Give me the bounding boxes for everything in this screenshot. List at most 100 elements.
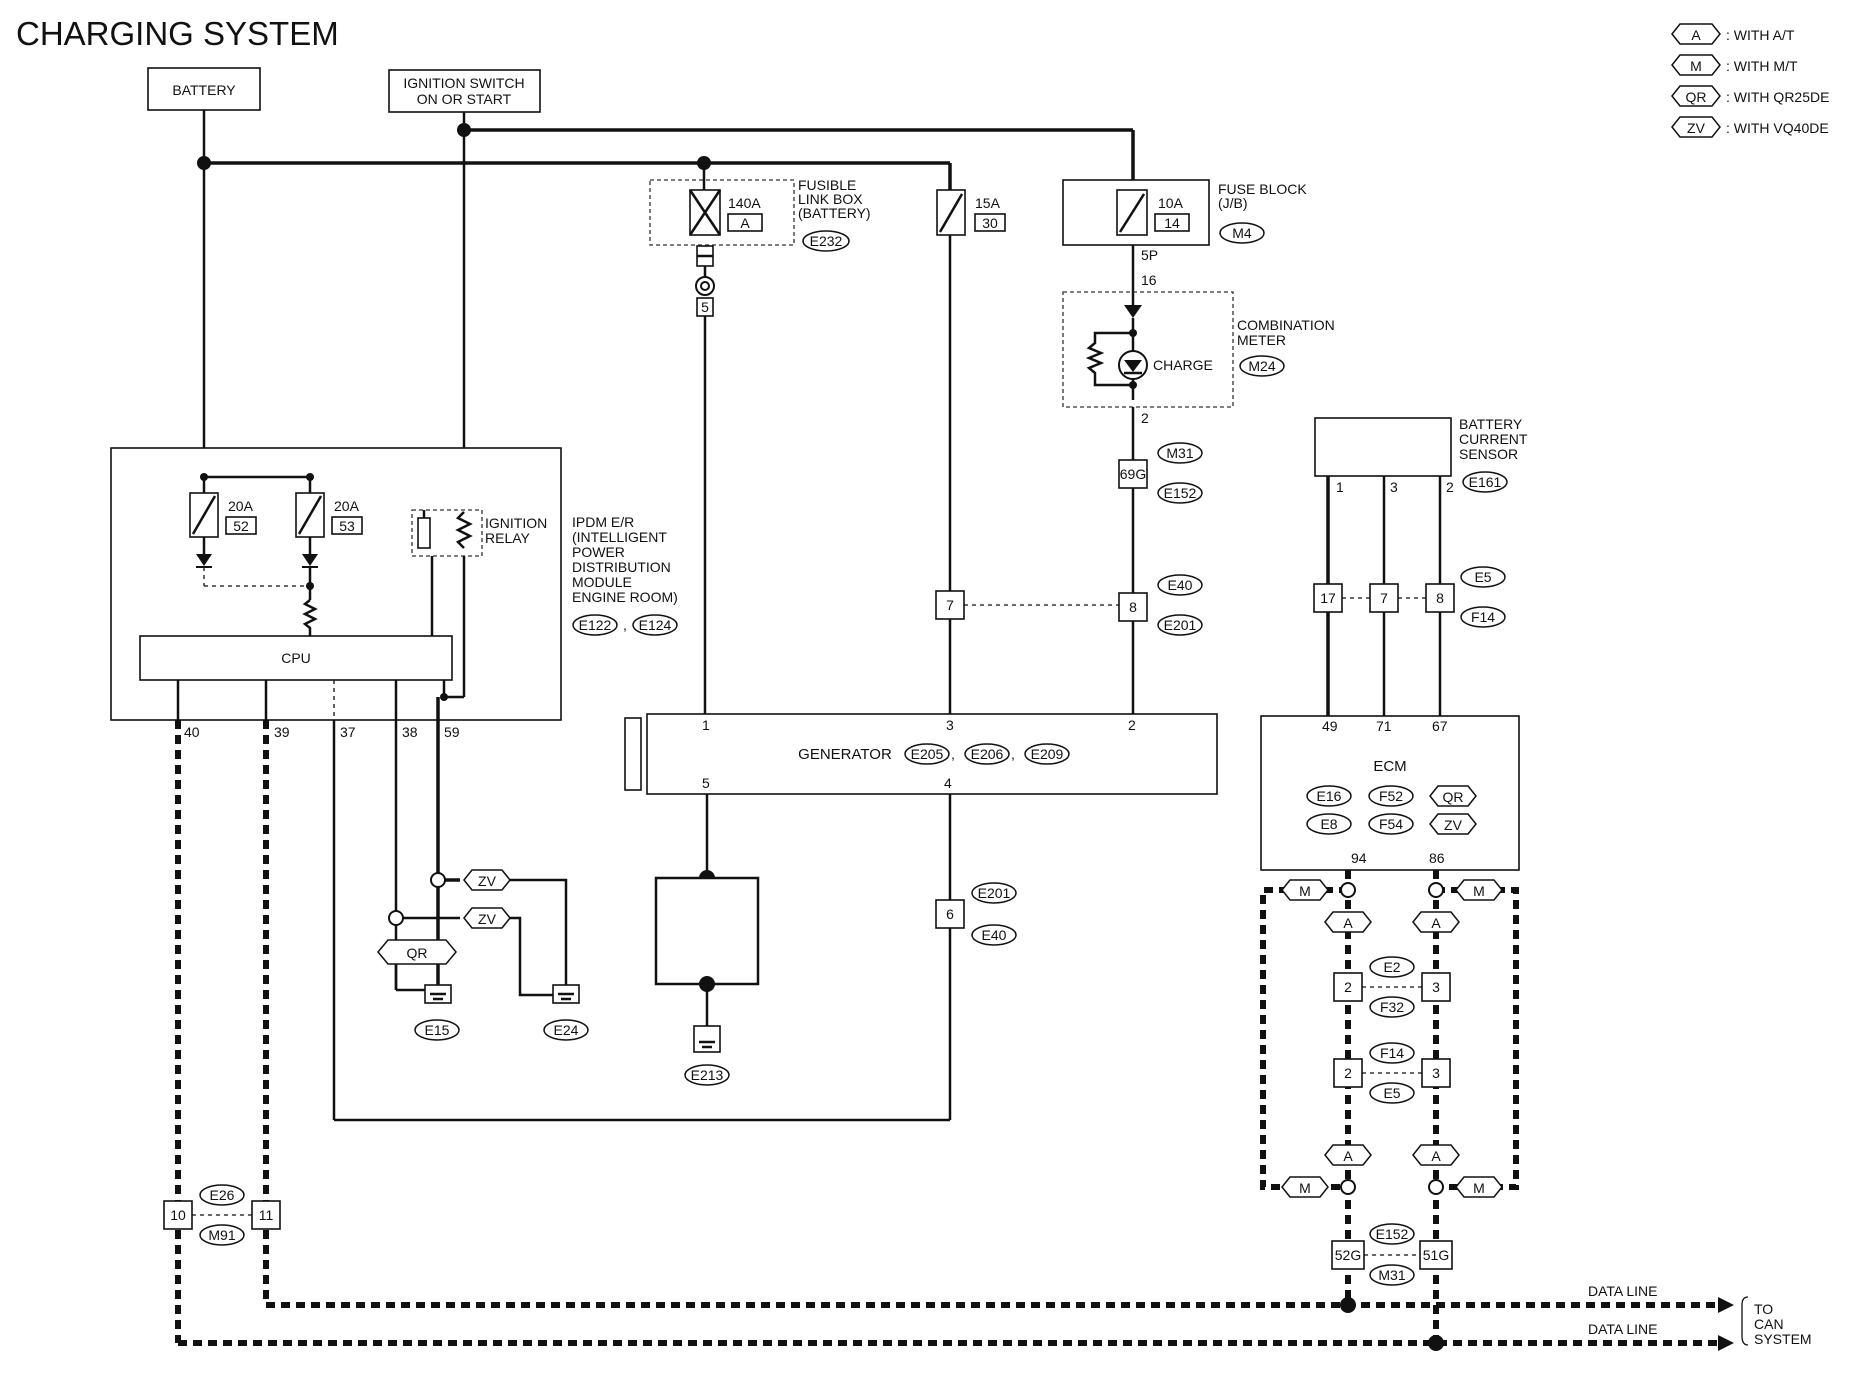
svg-text:: WITH M/T: : WITH M/T xyxy=(1726,58,1798,74)
svg-text:LINK BOX: LINK BOX xyxy=(798,191,863,207)
svg-text:CAN: CAN xyxy=(1754,1316,1784,1332)
svg-text:F14: F14 xyxy=(1380,1045,1404,1061)
svg-text:POWER: POWER xyxy=(572,544,625,560)
svg-text:M31: M31 xyxy=(1166,445,1193,461)
ipdm-output-wires: ZV ZV QR E15 E24 xyxy=(176,680,950,1122)
svg-text:2: 2 xyxy=(1344,1065,1352,1081)
svg-text:20A: 20A xyxy=(334,498,360,514)
svg-text:69G: 69G xyxy=(1120,466,1146,482)
svg-text:,: , xyxy=(623,617,627,633)
svg-text:67: 67 xyxy=(1432,718,1448,734)
svg-text:QR: QR xyxy=(1443,789,1464,805)
svg-text:E152: E152 xyxy=(1376,1226,1409,1242)
svg-text:E15: E15 xyxy=(425,1022,450,1038)
svg-text:(J/B): (J/B) xyxy=(1218,195,1248,211)
svg-text:E5: E5 xyxy=(1474,569,1491,585)
ecm-input-joints: 17 7 8 E5 F14 xyxy=(1313,566,1506,716)
svg-text:A: A xyxy=(1343,915,1353,931)
svg-text:5: 5 xyxy=(701,299,709,315)
ignition-switch-source: IGNITION SWITCH ON OR START xyxy=(388,69,541,113)
combination-meter: 16 CHARGE COMBINATION METER M24 2 xyxy=(1062,245,1335,426)
svg-text:M: M xyxy=(1299,1180,1311,1196)
svg-text:2: 2 xyxy=(1344,979,1352,995)
svg-text:52: 52 xyxy=(233,518,249,534)
svg-text:1: 1 xyxy=(1336,479,1344,495)
svg-text:39: 39 xyxy=(274,724,290,740)
svg-text:E40: E40 xyxy=(1168,577,1193,593)
joint-6: 6 E201 E40 xyxy=(935,794,1017,1120)
battery-source: BATTERY xyxy=(147,67,261,111)
svg-text:E16: E16 xyxy=(1317,788,1342,804)
svg-text:E8: E8 xyxy=(1320,816,1337,832)
legend-item-a: A : WITH A/T xyxy=(1671,23,1795,45)
data-line-label-upper: DATA LINE xyxy=(1588,1283,1658,1299)
svg-text:CURRENT: CURRENT xyxy=(1459,431,1528,447)
svg-text:COMBINATION: COMBINATION xyxy=(1237,317,1335,333)
svg-text:10A: 10A xyxy=(1158,195,1184,211)
svg-text:7: 7 xyxy=(946,597,954,613)
svg-text:E213: E213 xyxy=(691,1067,724,1083)
svg-text:ZV: ZV xyxy=(1687,120,1706,136)
svg-text:,: , xyxy=(1011,746,1015,762)
svg-text:140A: 140A xyxy=(728,195,761,211)
svg-text:40: 40 xyxy=(184,724,200,740)
svg-text:QR: QR xyxy=(1686,89,1707,105)
svg-text:E152: E152 xyxy=(1164,485,1197,501)
svg-text:3: 3 xyxy=(1432,979,1440,995)
svg-text:4: 4 xyxy=(944,775,952,791)
svg-text:11: 11 xyxy=(259,1207,274,1223)
svg-text:16: 16 xyxy=(1141,272,1157,288)
svg-text:E201: E201 xyxy=(1164,617,1197,633)
svg-text:M31: M31 xyxy=(1378,1267,1405,1283)
svg-text:IPDM E/R: IPDM E/R xyxy=(572,514,634,530)
ecm-module: 49 71 67 ECM E16 F52 QR E8 F54 ZV 94 86 xyxy=(1260,715,1520,871)
svg-text:M91: M91 xyxy=(208,1227,235,1243)
svg-text:E161: E161 xyxy=(1469,474,1502,490)
ipdm-can-wiring: 10 11 E26 M91 xyxy=(163,720,281,1343)
svg-text:1: 1 xyxy=(702,717,710,733)
power-wires xyxy=(197,110,1135,448)
svg-text:49: 49 xyxy=(1322,718,1338,734)
svg-text:E26: E26 xyxy=(210,1187,235,1203)
data-lines: DATA LINE DATA LINE TO CAN SYSTEM xyxy=(178,1283,1812,1351)
svg-text:IGNITION SWITCH: IGNITION SWITCH xyxy=(403,75,524,91)
svg-text:E5: E5 xyxy=(1383,1085,1400,1101)
svg-text:A: A xyxy=(1431,1148,1441,1164)
svg-text:10: 10 xyxy=(170,1207,186,1223)
svg-text:53: 53 xyxy=(339,518,355,534)
svg-text:SENSOR: SENSOR xyxy=(1459,446,1518,462)
svg-text:17: 17 xyxy=(1320,590,1336,606)
svg-text:A: A xyxy=(740,215,750,231)
svg-text:E201: E201 xyxy=(978,885,1011,901)
svg-text:E209: E209 xyxy=(1031,746,1064,762)
svg-text:ECM: ECM xyxy=(1373,758,1406,775)
svg-text:E124: E124 xyxy=(639,617,672,633)
svg-text:30: 30 xyxy=(982,215,998,231)
svg-text:IGNITION: IGNITION xyxy=(485,515,547,531)
svg-text:71: 71 xyxy=(1376,718,1392,734)
svg-text:5: 5 xyxy=(702,775,710,791)
svg-text:A: A xyxy=(1691,27,1701,43)
svg-text:M24: M24 xyxy=(1248,358,1275,374)
svg-text:14: 14 xyxy=(1164,215,1180,231)
svg-text:5P: 5P xyxy=(1141,247,1158,263)
svg-text:94: 94 xyxy=(1351,850,1367,866)
svg-text:20A: 20A xyxy=(228,498,254,514)
svg-text:F32: F32 xyxy=(1380,999,1404,1015)
svg-text:QR: QR xyxy=(407,945,428,961)
fuse-block: 10A 14 FUSE BLOCK (J/B) M4 5P xyxy=(1062,179,1307,263)
svg-text:3: 3 xyxy=(946,717,954,733)
svg-text:CPU: CPU xyxy=(281,650,311,666)
svg-text:: WITH QR25DE: : WITH QR25DE xyxy=(1726,89,1829,105)
svg-text:F52: F52 xyxy=(1379,788,1403,804)
svg-text:GENERATOR: GENERATOR xyxy=(798,746,892,763)
joint-69g: 69G M31 E152 xyxy=(1118,407,1203,593)
svg-text:F14: F14 xyxy=(1471,609,1495,625)
svg-text:RELAY: RELAY xyxy=(485,530,531,546)
generator: 1 3 2 GENERATOR E205 , E206 , E209 5 4 E… xyxy=(624,713,1218,1086)
svg-text:CHARGE: CHARGE xyxy=(1153,357,1213,373)
ecm-can-wiring: M M M M A A A A 2 3 E2 F32 2 3 xyxy=(1260,870,1519,1347)
fuse-15a: 15A 30 xyxy=(936,189,1006,718)
svg-text:E122: E122 xyxy=(579,617,612,633)
